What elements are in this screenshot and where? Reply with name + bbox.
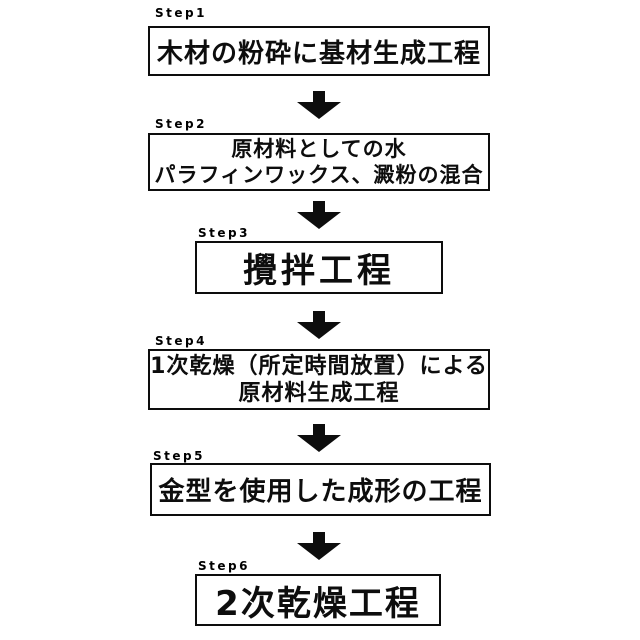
step4-text-line1: 1次乾燥（所定時間放置）による bbox=[150, 353, 488, 379]
step1-text: 木材の粉砕に基材生成工程 bbox=[156, 38, 481, 69]
down-arrow-icon bbox=[297, 532, 341, 560]
step1-box: 木材の粉砕に基材生成工程 bbox=[148, 26, 490, 76]
step3-box: 攪拌工程 bbox=[195, 241, 443, 294]
step3-label: Step3 bbox=[198, 226, 250, 240]
step2-text-line1: 原材料としての水 bbox=[231, 137, 407, 161]
step4-label: Step4 bbox=[155, 334, 207, 348]
down-arrow-icon bbox=[297, 91, 341, 119]
step1-label: Step1 bbox=[155, 6, 207, 20]
step5-label: Step5 bbox=[153, 449, 205, 463]
step6-text: 2次乾燥工程 bbox=[215, 583, 421, 624]
step5-box: 金型を使用した成形の工程 bbox=[150, 463, 491, 516]
step3-text: 攪拌工程 bbox=[243, 251, 395, 291]
step6-box: 2次乾燥工程 bbox=[195, 574, 441, 626]
step5-text: 金型を使用した成形の工程 bbox=[158, 477, 483, 507]
step2-text-line2: パラフィンワックス、澱粉の混合 bbox=[154, 163, 484, 187]
step4-box: 1次乾燥（所定時間放置）による 原材料生成工程 bbox=[148, 349, 490, 410]
step2-label: Step2 bbox=[155, 117, 207, 131]
step2-box: 原材料としての水 パラフィンワックス、澱粉の混合 bbox=[148, 133, 490, 191]
down-arrow-icon bbox=[297, 424, 341, 452]
down-arrow-icon bbox=[297, 201, 341, 229]
step4-text-line2: 原材料生成工程 bbox=[238, 380, 400, 406]
down-arrow-icon bbox=[297, 311, 341, 339]
step6-label: Step6 bbox=[198, 559, 250, 573]
